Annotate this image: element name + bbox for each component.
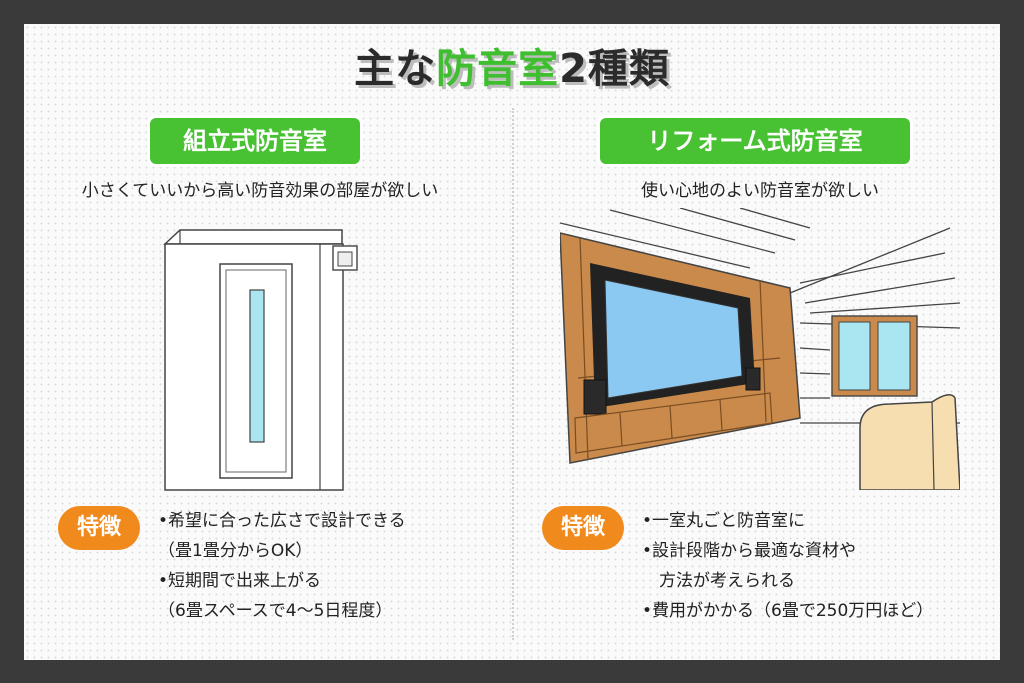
reform-type-subtitle: 使い心地のよい防音室が欲しい bbox=[641, 181, 879, 201]
feature-badge-left: 特徴 bbox=[58, 506, 140, 550]
reform-type-label: リフォーム式防音室 bbox=[600, 118, 910, 164]
title-suffix: 2種類 bbox=[559, 46, 670, 92]
feature-item: （6畳スペースで4〜5日程度） bbox=[158, 601, 393, 621]
feature-item: •短期間で出来上がる bbox=[158, 571, 322, 591]
feature-item: •費用がかかる（6畳で250万円ほど） bbox=[642, 601, 934, 621]
soundproof-booth-illustration bbox=[163, 229, 358, 491]
feature-item: •一室丸ごと防音室に bbox=[642, 511, 806, 531]
title-prefix: 主な bbox=[354, 46, 437, 92]
feature-item: •設計段階から最適な資材や bbox=[642, 541, 857, 561]
assembly-type-label: 組立式防音室 bbox=[150, 118, 360, 164]
feature-list-right: •一室丸ごと防音室に •設計段階から最適な資材や 方法が考えられる •費用がかか… bbox=[642, 506, 933, 626]
column-divider bbox=[512, 108, 514, 640]
feature-badge-right: 特徴 bbox=[542, 506, 624, 550]
feature-item: •希望に合った広さで設計できる bbox=[158, 511, 406, 531]
page-title: 主な防音室2種類 bbox=[0, 36, 1024, 94]
feature-list-left: •希望に合った広さで設計できる （畳1畳分からOK） •短期間で出来上がる （6… bbox=[158, 506, 406, 626]
assembly-type-subtitle: 小さくていいから高い防音効果の部屋が欲しい bbox=[81, 181, 439, 201]
title-highlight: 防音室 bbox=[436, 46, 560, 92]
feature-item: 方法が考えられる bbox=[642, 571, 795, 591]
feature-item: （畳1畳分からOK） bbox=[158, 541, 313, 561]
reformed-room-illustration bbox=[560, 208, 960, 490]
